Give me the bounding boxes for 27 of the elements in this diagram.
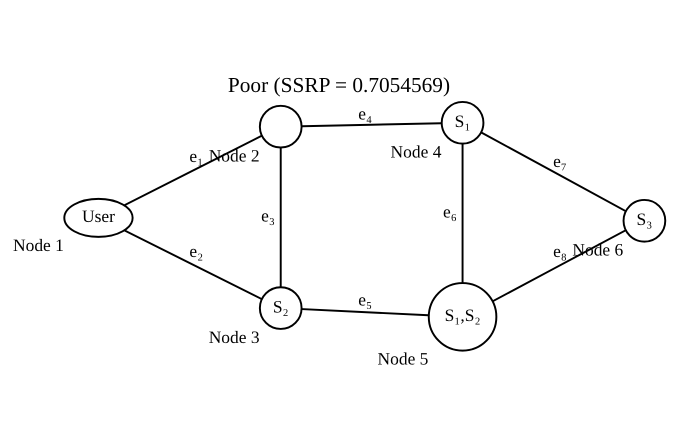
node-circle: S₁,S₂ — [428, 282, 498, 352]
connector — [302, 122, 442, 127]
node-label: Node 5 — [378, 348, 428, 368]
edge-label: e₁ — [189, 145, 204, 166]
node-label: Node 3 — [208, 326, 260, 346]
node-circle: S₃ — [622, 198, 666, 242]
connector — [302, 308, 428, 316]
node-circle — [258, 104, 303, 148]
edge-label: e₅ — [358, 289, 372, 310]
edge-label: e₆ — [443, 201, 457, 222]
node-label: Node 4 — [390, 141, 442, 162]
connector — [124, 229, 262, 300]
diagram-title: Poor (SSRP = 0.7054569) — [228, 72, 450, 96]
node-ellipse: User — [63, 197, 134, 238]
connector — [280, 147, 282, 286]
node-circle: S₁ — [440, 100, 484, 144]
edge-label: e₃ — [261, 205, 276, 226]
connector — [480, 131, 626, 212]
connector — [492, 228, 626, 302]
connector — [462, 143, 464, 282]
edge-label: e₄ — [358, 102, 372, 123]
node-circle: S₂ — [258, 286, 303, 330]
node-label: Node 1 — [12, 234, 64, 255]
edge-label: e₂ — [189, 240, 204, 261]
edge-label: e₇ — [553, 150, 567, 170]
connector — [124, 134, 262, 206]
edge-label: e₈ — [553, 240, 567, 261]
